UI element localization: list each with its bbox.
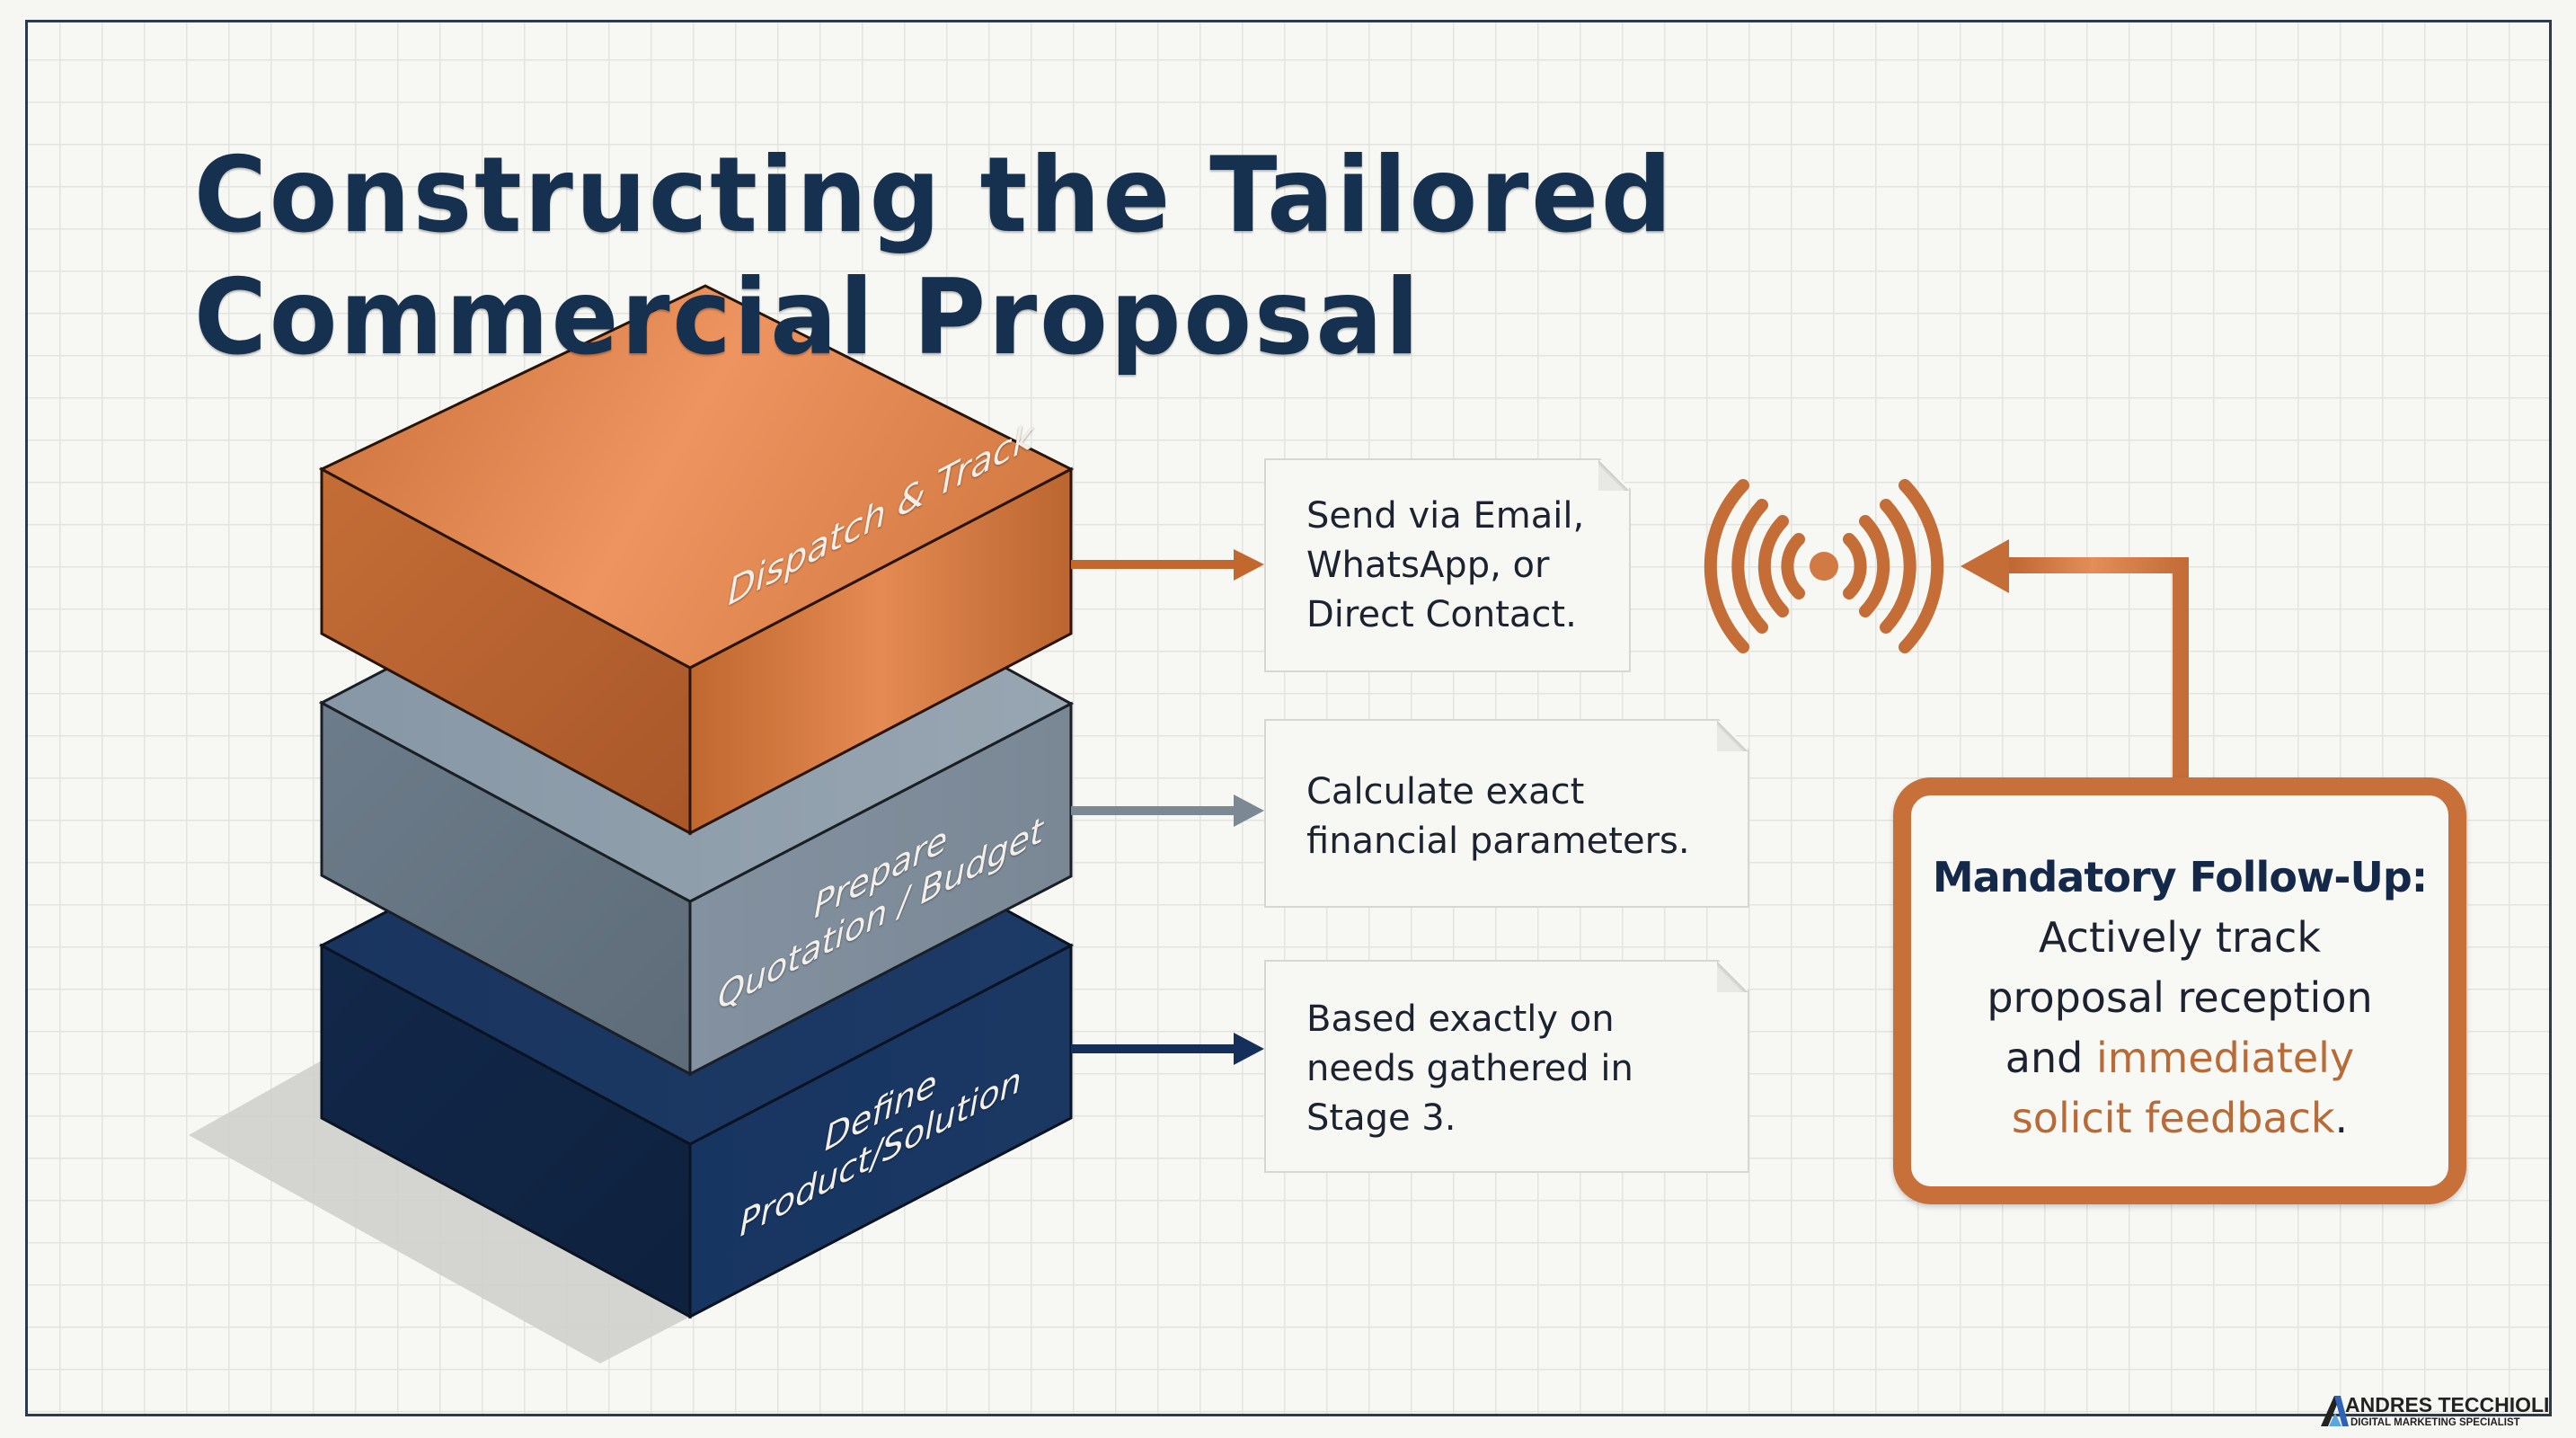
title-line-2: Commercial Proposal [194, 257, 1422, 378]
page-title: Constructing the Tailored Commercial Pro… [194, 135, 1675, 379]
brand-name: ANDRES TECCHIOLI [2345, 1393, 2550, 1416]
card-dispatch: Send via Email, WhatsApp, or Direct Cont… [1264, 458, 1631, 672]
followup-heading: Mandatory Follow-Up: [1932, 853, 2428, 901]
stack-shadow [189, 1061, 690, 1363]
title-line-1: Constructing the Tailored [194, 135, 1675, 256]
brand-logo: ANDRES TECCHIOLI DIGITAL MARKETING SPECI… [2316, 1391, 2559, 1434]
logo-mark-icon [2321, 1396, 2349, 1426]
block-dispatch[interactable] [318, 284, 1075, 836]
brand-subtitle: DIGITAL MARKETING SPECIALIST [2350, 1417, 2520, 1428]
card-define: Based exactly on needs gathered in Stage… [1264, 960, 1749, 1173]
block-dispatch-top-face [318, 284, 1075, 670]
arrow-prepare [1071, 794, 1264, 827]
feedback-arrow [1961, 539, 2189, 778]
arrow-dispatch [1071, 549, 1264, 581]
card-prepare: Calculate exact financial parameters. [1264, 719, 1749, 908]
broadcast-signal-icon [1704, 479, 1944, 653]
followup-box: Mandatory Follow-Up: Actively track prop… [1893, 777, 2466, 1204]
arrow-define [1071, 1033, 1264, 1065]
